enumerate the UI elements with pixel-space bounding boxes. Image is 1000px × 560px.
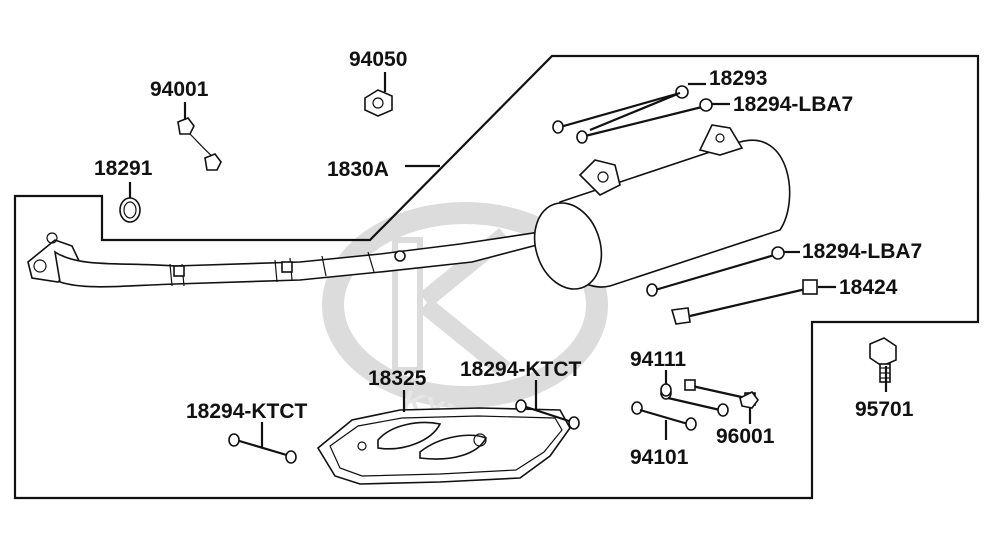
assembly-frame <box>13 54 980 500</box>
washer-94101 <box>631 401 697 431</box>
label-96001: 96001 <box>716 425 775 448</box>
bolt-96001 <box>667 379 759 417</box>
label-94050: 94050 <box>349 48 407 71</box>
clamp-18291 <box>119 197 141 223</box>
leader-lines <box>128 72 888 448</box>
nut-94050 <box>364 89 393 117</box>
screw-18294-ktct-left <box>228 433 297 464</box>
nut-94001 <box>177 117 222 171</box>
label-1830A: 1830A <box>327 158 389 181</box>
bolt-18293 <box>552 85 689 134</box>
muffler <box>533 124 791 290</box>
label-94001: 94001 <box>150 78 209 101</box>
label-18294-lba7-top: 18294-LBA7 <box>733 93 853 116</box>
bolt-18294-lba7-mid <box>646 246 785 297</box>
label-18325: 18325 <box>368 367 427 390</box>
heat-shield-18325 <box>316 407 571 485</box>
exhaust-pipe <box>27 231 559 288</box>
label-18294-ktct-right: 18294-KTCT <box>460 358 582 381</box>
label-18293: 18293 <box>709 67 767 90</box>
label-94101: 94101 <box>630 446 689 469</box>
label-18294-ktct-left: 18294-KTCT <box>186 400 308 423</box>
label-18424: 18424 <box>839 276 898 299</box>
screw-18294-ktct-right <box>515 399 580 430</box>
label-94111: 94111 <box>630 348 686 371</box>
bolt-18424 <box>670 279 818 325</box>
bolt-95701 <box>869 337 897 383</box>
label-18294-lba7-mid: 18294-LBA7 <box>802 240 922 263</box>
label-18291: 18291 <box>94 157 153 180</box>
bolt-18294-lba7-top <box>576 98 713 144</box>
label-95701: 95701 <box>855 398 914 421</box>
washer-94111 <box>660 383 672 400</box>
